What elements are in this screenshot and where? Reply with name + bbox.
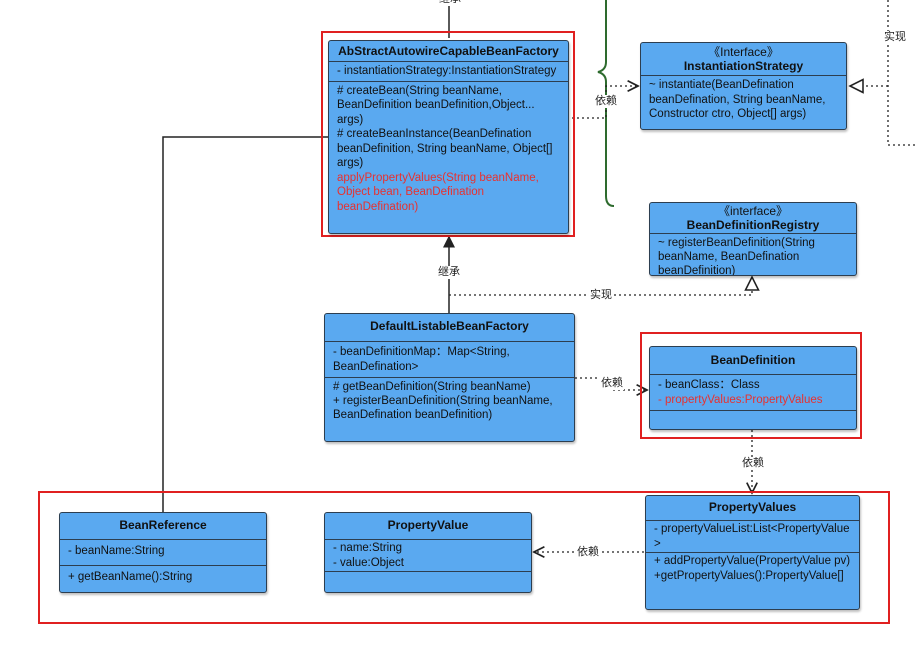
right-implement-line bbox=[887, 0, 916, 146]
class-header: 《Interface》 InstantiationStrategy bbox=[641, 43, 846, 75]
class-name: PropertyValue bbox=[387, 518, 469, 532]
class-instantiation-strategy[interactable]: 《Interface》 InstantiationStrategy ~ inst… bbox=[640, 42, 847, 130]
method: + getBeanName():String bbox=[68, 570, 193, 583]
stereotype: 《interface》 bbox=[717, 204, 789, 218]
class-name: BeanDefinition bbox=[710, 353, 796, 367]
attribute: - propertyValueList:List<PropertyValue> bbox=[654, 523, 850, 550]
class-property-values[interactable]: PropertyValues - propertyValueList:List<… bbox=[645, 495, 860, 610]
class-header: 《interface》 BeanDefinitionRegistry bbox=[650, 203, 856, 233]
attribute: - beanClass：Class bbox=[658, 379, 760, 391]
highlighted-method: applyPropertyValues(String beanName, Obj… bbox=[337, 171, 539, 213]
method: # getBeanDefinition(String beanName) bbox=[333, 381, 531, 393]
class-default-listable[interactable]: DefaultListableBeanFactory - beanDefinit… bbox=[324, 313, 575, 442]
method: # createBean(String beanName, BeanDefini… bbox=[337, 84, 535, 126]
method: + registerBeanDefinition(String beanName… bbox=[333, 395, 553, 421]
highlight-box-beandefinition bbox=[640, 332, 862, 439]
beanref-abstract-line bbox=[162, 136, 328, 512]
method: +getPropertyValues():PropertyValue[] bbox=[654, 569, 844, 582]
method: # createBeanInstance(BeanDefination bean… bbox=[337, 128, 553, 169]
class-bean-definition[interactable]: BeanDefinition - beanClass：Class - prope… bbox=[649, 346, 857, 430]
method: + addPropertyValue(PropertyValue pv) bbox=[654, 555, 851, 567]
method: ~ registerBeanDefinition(String beanName… bbox=[658, 237, 815, 276]
methods-section bbox=[650, 410, 856, 429]
attributes-section: - propertyValueList:List<PropertyValue> bbox=[646, 520, 859, 552]
depend-default-beandef-line bbox=[575, 377, 647, 390]
attribute: - beanName:String bbox=[68, 545, 165, 557]
class-name: BeanDefinitionRegistry bbox=[686, 218, 820, 232]
methods-section: ~ instantiate(BeanDefination beanDefinat… bbox=[641, 75, 846, 124]
highlight-box-abstract bbox=[321, 31, 575, 237]
class-property-value[interactable]: PropertyValue - name:String - value:Obje… bbox=[324, 512, 532, 593]
label-inherit-top: 继承 bbox=[438, 0, 462, 6]
methods-section bbox=[325, 571, 531, 592]
attributes-section: - instantiationStrategy:InstantiationStr… bbox=[329, 61, 568, 81]
attributes-section: - beanClass：Class - propertyValues:Prope… bbox=[650, 374, 856, 410]
methods-section: ~ registerBeanDefinition(String beanName… bbox=[650, 233, 856, 276]
methods-section: + getBeanName():String bbox=[60, 564, 266, 589]
highlighted-attribute: - propertyValues:PropertyValues bbox=[658, 393, 823, 406]
class-name: DefaultListableBeanFactory bbox=[370, 319, 529, 333]
attribute: - value:Object bbox=[333, 556, 404, 569]
class-name: InstantiationStrategy bbox=[683, 59, 804, 73]
label-depend-propvalue: 依赖 bbox=[576, 546, 600, 559]
attribute: - name:String bbox=[333, 542, 403, 554]
methods-section: # getBeanDefinition(String beanName) + r… bbox=[325, 377, 574, 424]
implement-default-registry-line bbox=[449, 277, 752, 296]
class-name: BeanReference bbox=[119, 518, 207, 532]
label-depend-propvalues: 依赖 bbox=[741, 457, 765, 470]
method: ~ instantiate(BeanDefination beanDefinat… bbox=[649, 79, 826, 120]
methods-section: + addPropertyValue(PropertyValue pv) +ge… bbox=[646, 552, 859, 584]
attributes-section: - beanName:String bbox=[60, 539, 266, 565]
green-brace bbox=[597, 0, 615, 207]
class-abstract-autowire[interactable]: AbStractAutowireCapableBeanFactory - ins… bbox=[328, 40, 569, 234]
attribute: - instantiationStrategy:InstantiationStr… bbox=[337, 65, 557, 77]
attributes-section: - beanDefinitionMap：Map<String, BeanDefi… bbox=[325, 341, 574, 377]
label-depend-beandef: 依赖 bbox=[600, 377, 624, 390]
highlight-box-bottom-classes bbox=[38, 491, 890, 624]
label-inherit-default: 继承 bbox=[437, 266, 461, 279]
class-bean-definition-registry[interactable]: 《interface》 BeanDefinitionRegistry ~ reg… bbox=[649, 202, 857, 276]
label-depend-strategy: 依赖 bbox=[594, 95, 618, 108]
attributes-section: - name:String - value:Object bbox=[325, 539, 531, 571]
class-name: AbStractAutowireCapableBeanFactory bbox=[338, 44, 559, 58]
class-bean-reference[interactable]: BeanReference - beanName:String + getBea… bbox=[59, 512, 267, 593]
class-name: PropertyValues bbox=[708, 500, 797, 514]
label-implement-registry: 实现 bbox=[589, 289, 613, 302]
stereotype: 《Interface》 bbox=[708, 45, 779, 59]
attribute: - beanDefinitionMap：Map<String, BeanDefi… bbox=[333, 346, 510, 373]
methods-section: # createBean(String beanName, BeanDefini… bbox=[329, 80, 568, 217]
label-implement-right: 实现 bbox=[883, 31, 907, 44]
